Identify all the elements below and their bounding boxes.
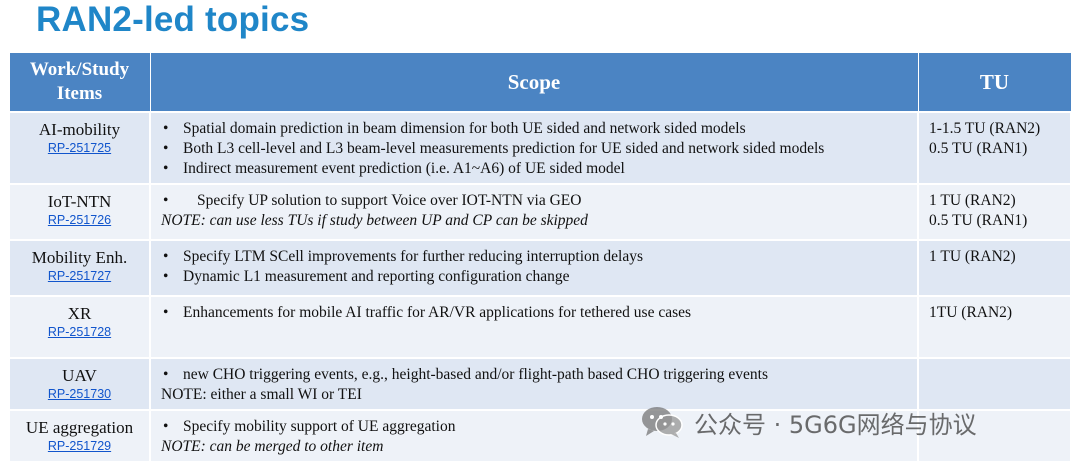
scope-bullet: Enhancements for mobile AI traffic for A… (161, 303, 909, 323)
tu-cell: 1-1.5 TU (RAN2) 0.5 TU (RAN1) (917, 111, 1072, 185)
item-name: Mobility Enh. (31, 248, 128, 267)
table-header-row: Work/Study Items Scope TU (8, 52, 1072, 113)
scope-bullet: new CHO triggering events, e.g., height-… (161, 365, 909, 385)
item-ref-link[interactable]: RP-251730 (47, 387, 112, 401)
item-ref-link[interactable]: RP-251727 (47, 269, 112, 283)
scope-note: NOTE: can use less TUs if study between … (161, 212, 588, 229)
tu-value: 0.5 TU (RAN1) (929, 140, 1028, 157)
item-cell: UAV RP-251730 (8, 357, 151, 411)
table-row: UE aggregation RP-251729 Specify mobilit… (8, 409, 1072, 463)
table-row: UAV RP-251730 new CHO triggering events,… (8, 357, 1072, 411)
header-tu: TU (917, 52, 1072, 113)
item-name: XR (67, 304, 92, 323)
item-ref-link[interactable]: RP-251726 (47, 213, 112, 227)
scope-bullet: Specify LTM SCell improvements for furth… (161, 247, 909, 267)
table-row: Mobility Enh. RP-251727 Specify LTM SCel… (8, 239, 1072, 297)
item-name: UAV (62, 366, 97, 385)
wechat-icon (642, 407, 683, 438)
topics-table: Work/Study Items Scope TU AI-mobility RP… (8, 52, 1072, 463)
item-cell: UE aggregation RP-251729 (8, 409, 151, 463)
item-ref-link[interactable]: RP-251728 (47, 325, 112, 339)
table-row: XR RP-251728 Enhancements for mobile AI … (8, 295, 1072, 359)
watermark-text: 公众号 · 5G6G网络与协议 (694, 410, 977, 439)
scope-bullet: Dynamic L1 measurement and reporting con… (161, 267, 909, 287)
scope-cell: new CHO triggering events, e.g., height-… (149, 357, 919, 411)
header-work-study-items: Work/Study Items (8, 52, 151, 113)
page-title: RAN2-led topics (36, 0, 310, 39)
item-name: AI-mobility (38, 120, 121, 139)
scope-cell: Specify LTM SCell improvements for furth… (149, 239, 919, 297)
tu-cell: 1 TU (RAN2) (917, 239, 1072, 297)
item-cell: IoT-NTN RP-251726 (8, 183, 151, 241)
tu-cell: 1TU (RAN2) (917, 295, 1072, 359)
scope-cell: Spatial domain prediction in beam dimens… (149, 111, 919, 185)
scope-note: NOTE: either a small WI or TEI (161, 386, 362, 403)
header-scope: Scope (149, 52, 919, 113)
tu-cell: 1 TU (RAN2) 0.5 TU (RAN1) (917, 183, 1072, 241)
scope-bullet: Spatial domain prediction in beam dimens… (161, 119, 909, 139)
scope-bullet: Indirect measurement event prediction (i… (161, 159, 909, 179)
tu-value: 1-1.5 TU (RAN2) (929, 120, 1041, 137)
tu-cell (917, 357, 1072, 411)
tu-value: 1 TU (RAN2) (929, 248, 1016, 265)
item-ref-link[interactable]: RP-251729 (47, 439, 112, 453)
item-name: IoT-NTN (47, 192, 112, 211)
scope-cell: Specify mobility support of UE aggregati… (149, 409, 919, 463)
tu-value: 1TU (RAN2) (929, 304, 1013, 321)
table-row: AI-mobility RP-251725 Spatial domain pre… (8, 111, 1072, 185)
item-cell: AI-mobility RP-251725 (8, 111, 151, 185)
item-name: UE aggregation (25, 418, 134, 437)
watermark: 公众号 · 5G6G网络与协议 (640, 402, 977, 442)
item-cell: Mobility Enh. RP-251727 (8, 239, 151, 297)
tu-cell (917, 409, 1072, 463)
scope-cell: Enhancements for mobile AI traffic for A… (149, 295, 919, 359)
scope-bullet: Specify mobility support of UE aggregati… (161, 417, 909, 437)
table-row: IoT-NTN RP-251726 Specify UP solution to… (8, 183, 1072, 241)
tu-value: 1 TU (RAN2) (929, 192, 1016, 209)
item-ref-link[interactable]: RP-251725 (47, 141, 112, 155)
scope-cell: Specify UP solution to support Voice ove… (149, 183, 919, 241)
scope-bullet: Both L3 cell-level and L3 beam-level mea… (161, 139, 909, 159)
scope-bullet: Specify UP solution to support Voice ove… (161, 191, 909, 211)
scope-note: NOTE: can be merged to other item (161, 438, 384, 455)
item-cell: XR RP-251728 (8, 295, 151, 359)
tu-value: 0.5 TU (RAN1) (929, 212, 1028, 229)
